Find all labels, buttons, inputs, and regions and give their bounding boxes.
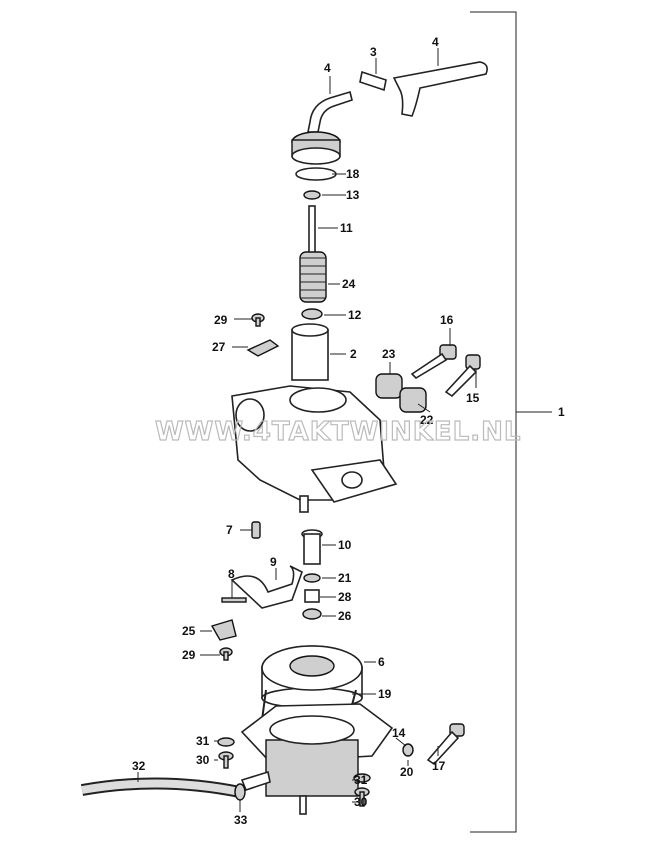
part-label: 19 (378, 687, 392, 701)
screw-30-left (218, 751, 234, 769)
part-label: 22 (420, 413, 434, 427)
part-label: 30 (354, 795, 368, 809)
part-label: 12 (348, 308, 362, 322)
washer-18 (295, 167, 337, 181)
float-bowl (240, 703, 394, 815)
plate-27 (246, 339, 280, 357)
spring-23 (375, 373, 403, 399)
screw-15 (444, 354, 481, 398)
part-label: 23 (382, 347, 396, 361)
cap-nut (291, 131, 341, 165)
part-label: 18 (346, 167, 360, 181)
fuel-hose-32 (80, 777, 242, 798)
screw-16 (410, 344, 457, 380)
jet-28 (304, 589, 320, 603)
part-label: 25 (182, 624, 196, 638)
part-label: 32 (132, 759, 146, 773)
part-label: 11 (340, 221, 353, 235)
part-label: 31 (354, 773, 368, 787)
drain-nipple (240, 770, 271, 791)
part-label: 31 (196, 734, 210, 748)
part-label: 9 (270, 555, 277, 569)
pin-8 (221, 597, 247, 603)
part-label: 27 (212, 340, 226, 354)
part-label: 20 (400, 765, 414, 779)
float-6 (261, 645, 363, 709)
part-label: 13 (346, 188, 360, 202)
part-label: 1 (558, 405, 565, 419)
part-label: 24 (342, 277, 356, 291)
ring-21 (303, 573, 321, 583)
part-label: 4 (324, 61, 331, 75)
ring-20 (402, 743, 414, 757)
clip-25 (210, 619, 237, 641)
jet-7 (251, 521, 261, 539)
spring-24 (299, 251, 327, 303)
needle-jet-10 (301, 529, 323, 565)
seat-12 (301, 308, 323, 320)
part-label: 10 (338, 538, 352, 552)
washer-31-left (217, 737, 235, 747)
spring-22 (399, 387, 427, 413)
part-label: 14 (392, 726, 406, 740)
part-label: 8 (228, 567, 235, 581)
part-label: 4 (432, 35, 439, 49)
leader-lines (137, 48, 477, 812)
clamp-33 (234, 783, 246, 801)
washer-26 (302, 608, 322, 620)
screw-29-bottom (219, 647, 233, 661)
float-arm-9 (230, 565, 303, 609)
part-label: 15 (466, 391, 480, 405)
clip-13 (303, 190, 321, 200)
screw-29-top (251, 313, 265, 327)
watermark: WWW.4TAKTWINKEL.NL (155, 417, 521, 447)
part-label: 16 (440, 313, 454, 327)
screw-17 (426, 723, 465, 766)
part-label: 2 (350, 347, 357, 361)
part-label: 17 (432, 759, 446, 773)
needle-11 (308, 205, 316, 257)
pipe-elbow (307, 61, 488, 133)
part-label: 26 (338, 609, 352, 623)
part-label: 7 (226, 523, 233, 537)
part-label: 29 (182, 648, 196, 662)
part-label: 29 (214, 313, 228, 327)
part-label: 21 (338, 571, 352, 585)
part-label: 33 (234, 813, 248, 827)
carburetor-body (231, 385, 398, 513)
part-label: 3 (370, 45, 377, 59)
throttle-valve-2 (291, 323, 329, 381)
part-label: 6 (378, 655, 385, 669)
assembly-bracket (470, 11, 552, 833)
part-label: 30 (196, 753, 210, 767)
screw-30-right (354, 787, 370, 807)
part-label: 28 (338, 590, 352, 604)
